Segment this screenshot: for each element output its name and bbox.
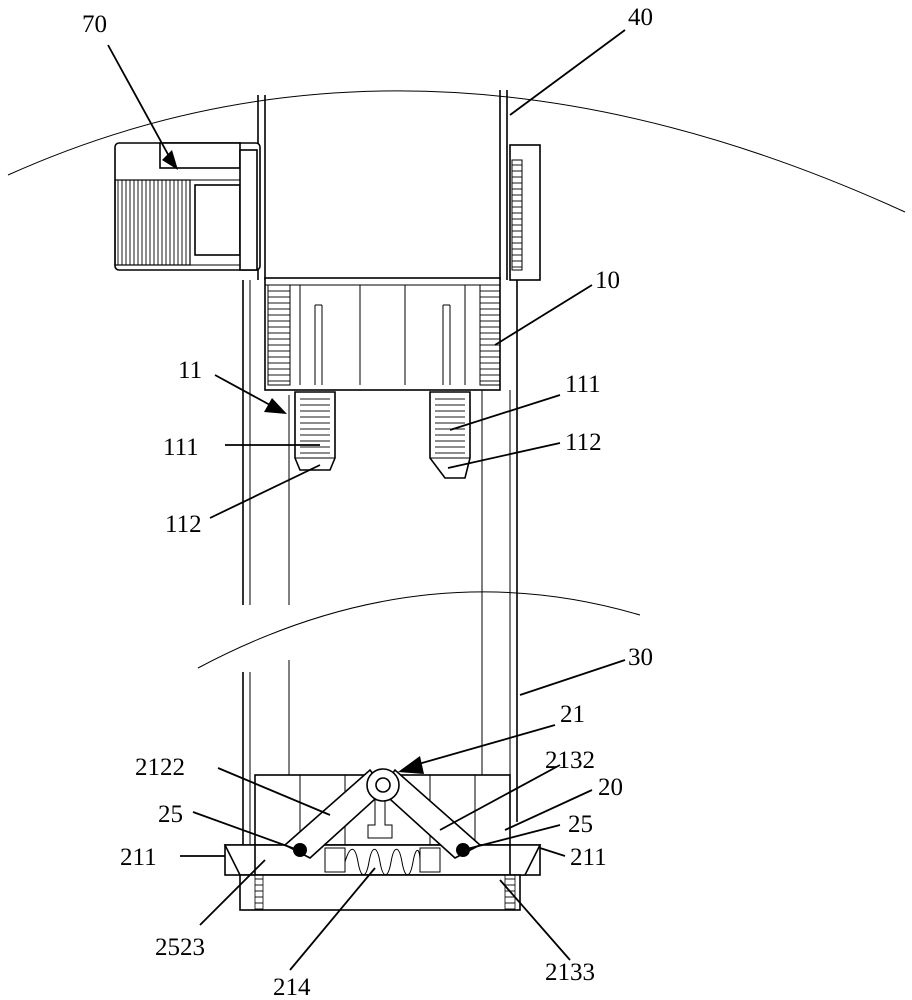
leg-left (294, 391, 336, 471)
label-2523: 2523 (155, 934, 205, 961)
label-2122: 2122 (135, 754, 185, 781)
label-211-left: 211 (120, 844, 157, 871)
label-211-right: 211 (570, 844, 607, 871)
upper-break-arc (7, 90, 906, 213)
lower-break-arc (197, 591, 641, 669)
spring-214 (324, 847, 441, 876)
leader-lines (107, 29, 626, 971)
side-clip-70 (114, 142, 261, 271)
label-11: 11 (178, 357, 202, 384)
label-111-left: 111 (163, 434, 199, 461)
label-40: 40 (628, 4, 653, 31)
label-30: 30 (628, 644, 653, 671)
label-112-right: 112 (565, 429, 602, 456)
outer-tube (242, 280, 518, 855)
label-21: 21 (560, 701, 585, 728)
label-25-right: 25 (568, 811, 593, 838)
label-25-left: 25 (158, 801, 183, 828)
leg-right (429, 391, 471, 479)
upper-tube (257, 90, 508, 280)
label-20: 20 (598, 774, 623, 801)
label-10: 10 (595, 267, 620, 294)
label-112-left: 112 (165, 511, 202, 538)
ring-10 (264, 277, 501, 391)
label-2132: 2132 (545, 747, 595, 774)
label-2133: 2133 (545, 959, 595, 986)
label-70: 70 (82, 11, 107, 38)
right-side-strip (509, 144, 541, 281)
linkage-21 (283, 768, 482, 859)
label-111-right: 111 (565, 371, 601, 398)
label-214: 214 (273, 974, 311, 1000)
